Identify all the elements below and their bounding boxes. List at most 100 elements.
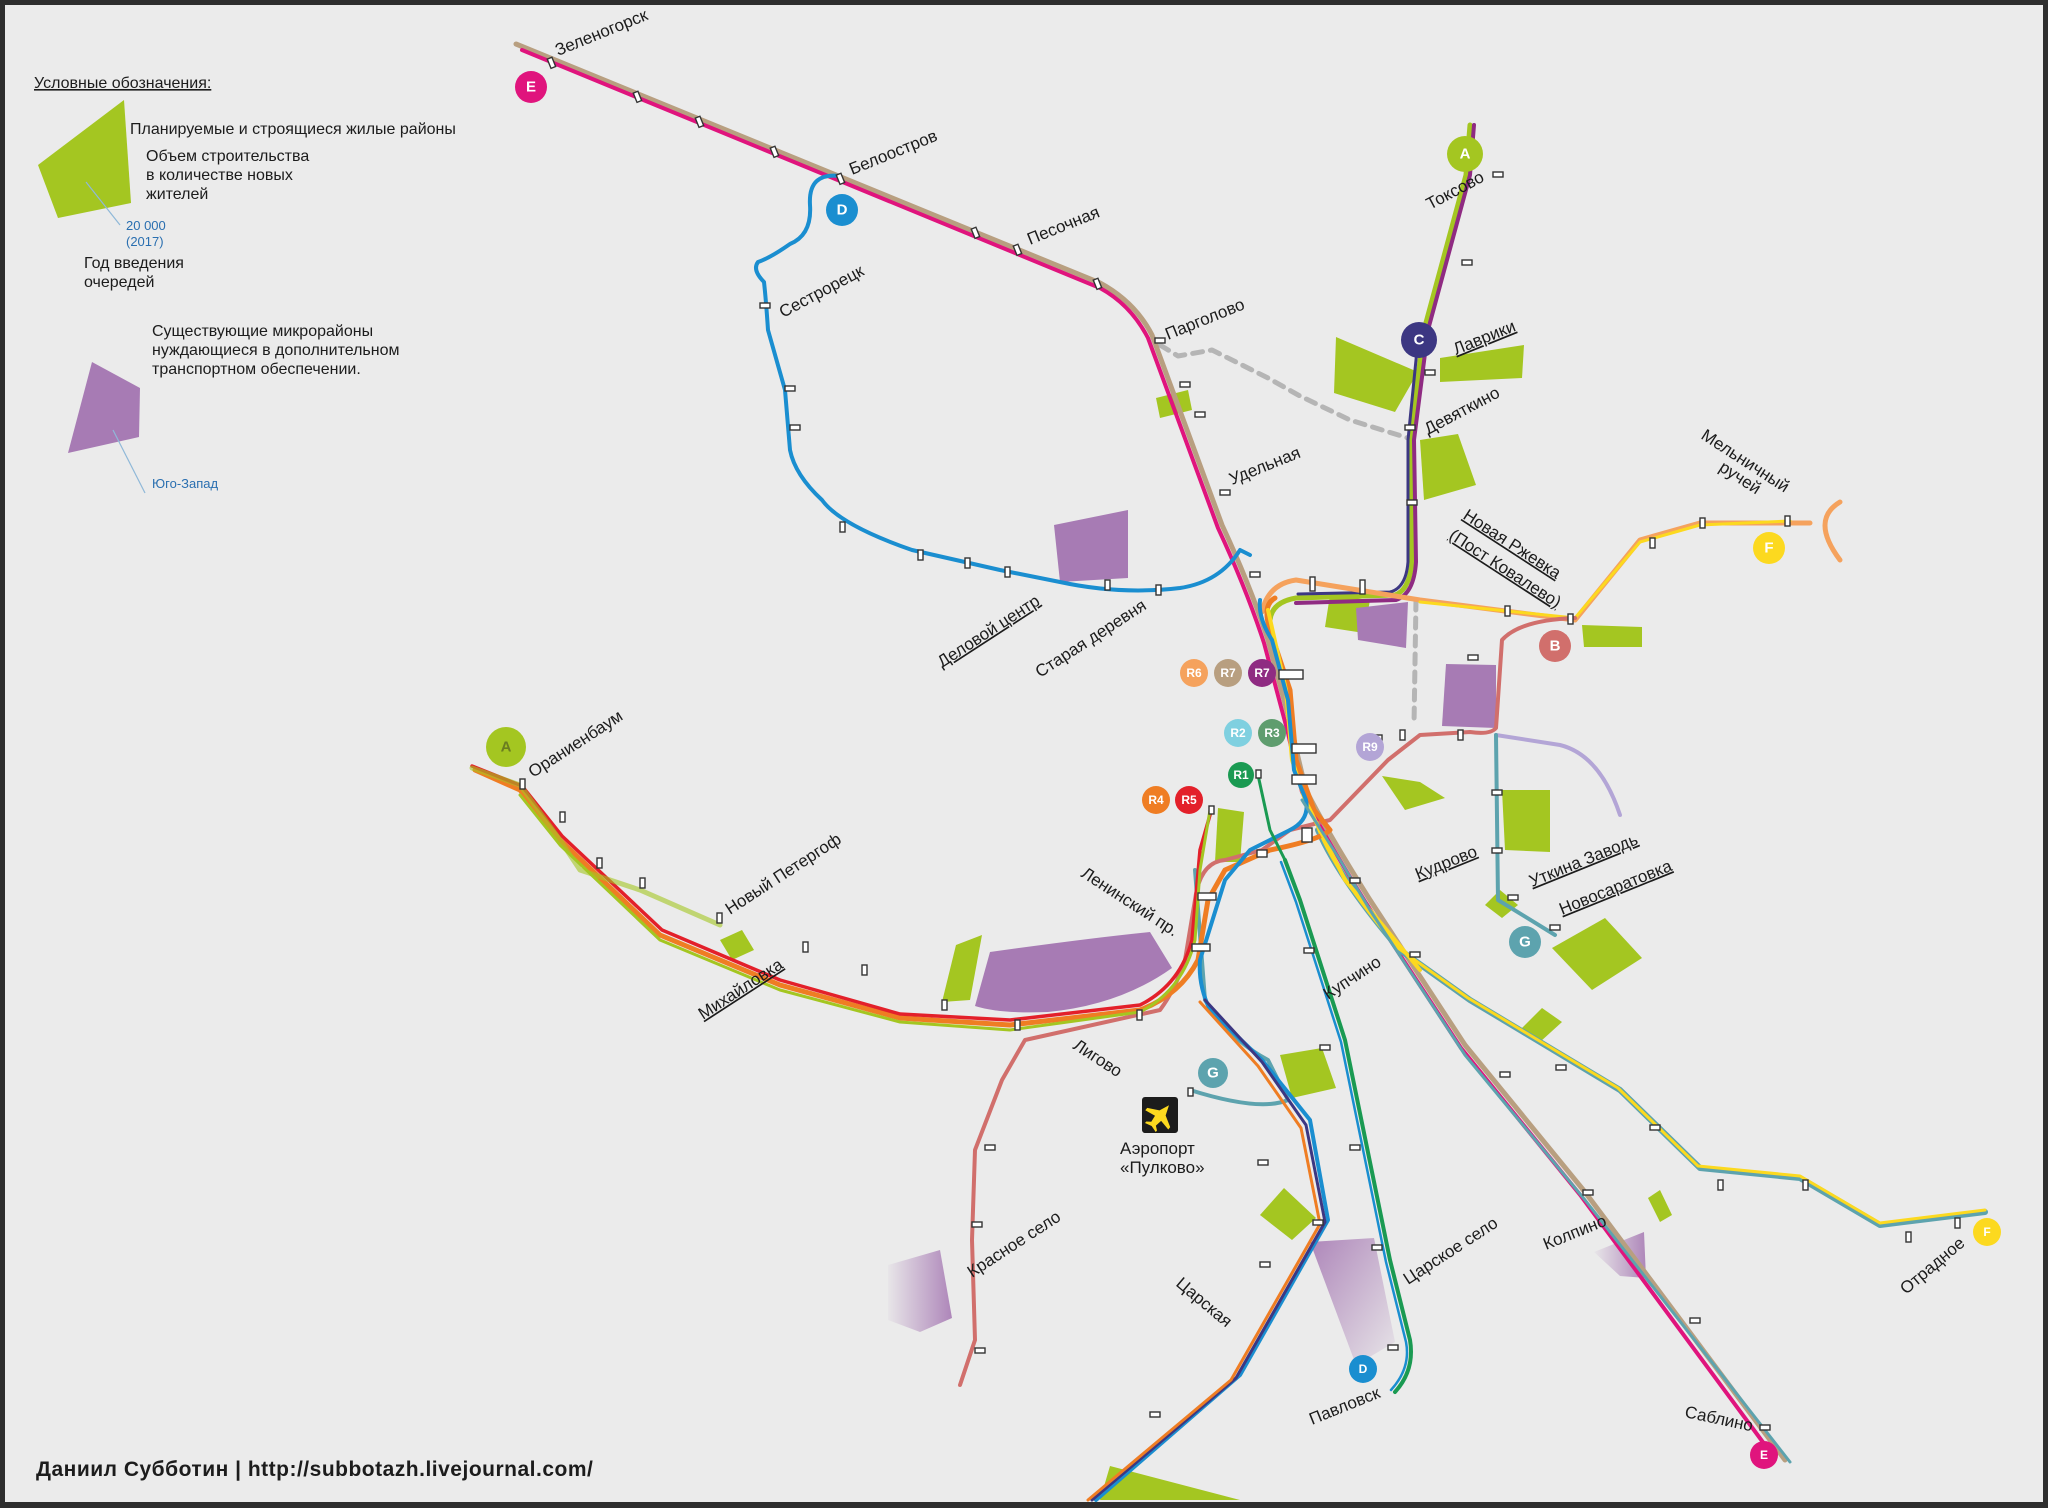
tick [971,1221,983,1228]
tick [1349,877,1361,884]
tick [1905,1231,1912,1243]
svg-text:G: G [1207,1065,1219,1082]
line-purple-toksovo [1294,123,1476,605]
badge-r7b[interactable]: R7 [1248,659,1276,687]
tick [1399,729,1406,741]
tick [1259,1261,1271,1268]
svg-text:R4: R4 [1148,793,1164,807]
tick [519,778,526,790]
tick [1649,537,1656,549]
existing-area-yugo-zapad [975,932,1172,1013]
legend-planned-label: Планируемые и строящиеся жилые районы [130,121,456,138]
badge-r4[interactable]: R4 [1142,786,1170,814]
tick [1404,424,1416,431]
legend-existing-example: Юго-Запад [152,476,219,491]
legend: Условные обозначения: Планируемые и стро… [34,75,456,494]
tick [1461,259,1473,266]
legend-existing-label: транспортном обеспечении. [152,361,361,378]
svg-text:R3: R3 [1264,726,1280,740]
tick [789,424,801,431]
planned-area-south [1100,1466,1240,1500]
badge-c[interactable]: C [1401,322,1437,358]
planned-area-kudrovo [1502,790,1550,852]
map-background [5,5,2043,1502]
rail-lines [469,41,1988,1502]
planned-area-lavriki-east [1440,345,1524,382]
legend-volume-label: в количестве новых [146,167,293,184]
badge-r7a[interactable]: R7 [1214,659,1242,687]
tick [1187,1087,1194,1097]
tick [1649,1124,1661,1131]
planned-area-lavriki-west [1334,337,1418,412]
badge-f-south[interactable]: F [1973,1218,2001,1246]
author-credit[interactable]: Даниил Субботин | http://subbotazh.livej… [36,1458,593,1481]
badge-g-south[interactable]: G [1198,1058,1228,1088]
line-e-south-teal [1300,798,1792,1464]
svg-text:A: A [1460,146,1471,163]
tick [1507,894,1519,901]
tick [974,1347,986,1354]
badge-r3[interactable]: R3 [1258,719,1286,747]
badge-r5[interactable]: R5 [1175,786,1203,814]
tick [1179,381,1191,388]
svg-text:R5: R5 [1181,793,1197,807]
tick [1249,571,1261,578]
tick [917,549,924,561]
tick [1004,566,1011,578]
line-d-south [1283,858,1413,1394]
existing-area-krasnoe-selo [888,1250,952,1332]
station-label: Аэропорт [1120,1139,1195,1158]
badge-a-north[interactable]: A [1447,136,1483,172]
tick [1555,1064,1567,1071]
legend-title: Условные обозначения: [34,75,211,92]
tick [1802,1179,1809,1191]
svg-text:E: E [526,79,536,96]
line-d-south-blue [1279,860,1409,1392]
tick [1759,1424,1771,1431]
station-ticks [519,56,1961,1431]
tick [716,912,723,924]
badge-r2[interactable]: R2 [1224,719,1252,747]
tick [984,1144,996,1151]
tick [861,964,868,976]
planned-area-kolpino-small [1648,1190,1672,1222]
legend-year-example: (2017) [126,234,164,249]
legend-pointer [112,429,146,494]
badge-e-north[interactable]: E [515,71,547,103]
tick [1309,576,1316,592]
badge-g-north[interactable]: G [1509,926,1541,958]
badge-e-south[interactable]: E [1750,1441,1778,1469]
tick [941,999,948,1011]
badge-b[interactable]: B [1539,630,1571,662]
badge-a-west[interactable]: A [486,727,526,767]
line-badges: E D A C F B R6 R7 R7 R2 R3 R9 R1 R4 R5 A… [486,71,2001,1469]
legend-existing-area-swatch [68,362,140,453]
badge-d-north[interactable]: D [826,194,858,226]
tick [784,385,796,392]
badge-d-south[interactable]: D [1349,1355,1377,1383]
tick [1784,515,1791,527]
svg-text:G: G [1519,934,1531,951]
planned-area-devyatkino [1420,434,1476,500]
tick [970,226,981,240]
badge-r1[interactable]: R1 [1228,762,1254,788]
svg-text:B: B [1550,638,1561,655]
line-a-west [469,765,723,928]
station-label: «Пулково» [1120,1158,1205,1177]
svg-text:F: F [1983,1225,1990,1239]
tick [1549,924,1561,931]
line-d-north [754,173,1252,593]
badge-r6[interactable]: R6 [1180,659,1208,687]
planned-area-r1 [1215,808,1244,862]
tick [1301,827,1313,843]
svg-text:F: F [1764,540,1773,557]
tick [1424,369,1436,376]
svg-text:D: D [1359,1362,1368,1376]
tick [1194,411,1206,418]
tick [1359,579,1366,595]
badge-f-north[interactable]: F [1753,532,1785,564]
badge-r9[interactable]: R9 [1356,733,1384,761]
line-tsarskaya-navy [1090,998,1327,1502]
tick [1291,774,1317,785]
